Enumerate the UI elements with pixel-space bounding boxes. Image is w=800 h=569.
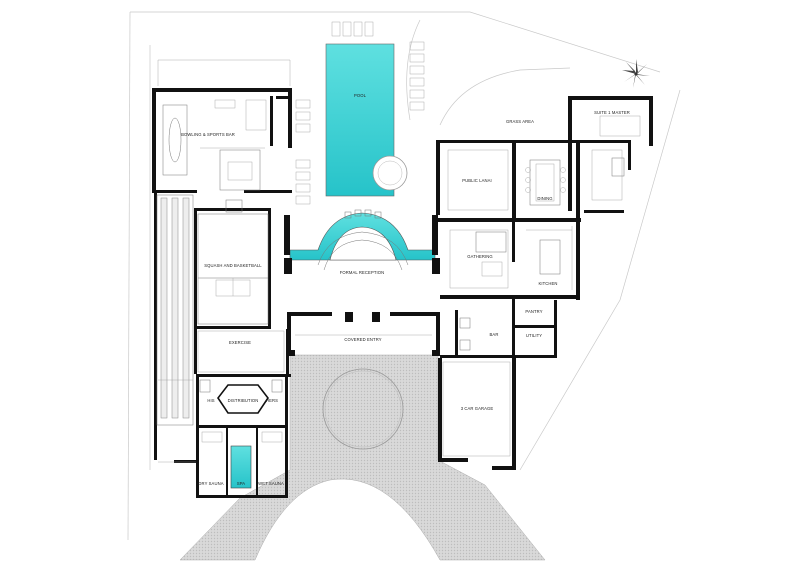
garage-label: 3 CAR GARAGE — [461, 406, 494, 411]
wet-sauna-label: WET SAUNA — [258, 481, 284, 486]
formal-reception-label: FORMAL RECEPTION — [340, 270, 385, 275]
public-lanai: PUBLIC LANAI — [447, 149, 509, 211]
suite-master-label: SUITE 1 MASTER — [594, 110, 630, 115]
pantry-label: PANTRY — [525, 309, 542, 314]
dry-sauna-label: DRY SAUNA — [198, 481, 223, 486]
squash-basketball-court: SQUASH AND BASKETBALL — [197, 199, 269, 325]
dining-room: DINING — [525, 159, 566, 206]
sports-bar-furniture: BOWLING & SPORTS BAR — [162, 99, 267, 191]
covered-entry-label: COVERED ENTRY — [344, 337, 381, 342]
walls-center: COVERED ENTRY — [284, 215, 440, 356]
bowling-lanes — [156, 194, 194, 426]
walls-right-wing — [436, 96, 653, 470]
exercise-room: EXERCISE — [197, 330, 285, 373]
distribution-label: DISTRIBUTION — [228, 398, 259, 403]
kitchen: KITCHEN — [526, 226, 573, 290]
grass-area: GRASS AREA — [506, 119, 534, 124]
site-boundary — [127, 11, 681, 541]
spa-distribution: HIS DISTRIBUTION HERS — [199, 379, 283, 414]
grass-area-label: GRASS AREA — [506, 119, 534, 124]
palm-tree-icon — [622, 59, 650, 88]
squash-basketball-label: SQUASH AND BASKETBALL — [204, 263, 262, 268]
pool-lounge-chairs — [295, 21, 425, 205]
exercise-label: EXERCISE — [229, 340, 251, 345]
bar-label: BAR — [490, 332, 499, 337]
hers-label: HERS — [266, 398, 278, 403]
gathering-label: GATHERING — [467, 254, 492, 259]
reception-terrace: FORMAL RECEPTION — [289, 209, 436, 275]
service-rooms: PANTRY UTILITY BAR — [459, 309, 543, 351]
kitchen-label: KITCHEN — [538, 281, 557, 286]
utility-label: UTILITY — [526, 333, 542, 338]
gathering-room: GATHERING — [449, 229, 509, 289]
pool: POOL — [325, 43, 408, 197]
spa-label: SPA — [237, 481, 245, 486]
public-lanai-label: PUBLIC LANAI — [462, 178, 492, 183]
spa-area: DRY SAUNA SPA WET SAUNA — [198, 431, 284, 489]
his-label: HIS — [207, 398, 214, 403]
site-details — [157, 59, 291, 463]
walls-left-wing — [152, 88, 292, 498]
paved-entry-court — [179, 354, 546, 561]
suite-master: SUITE 1 MASTER — [591, 110, 641, 201]
garage: 3 CAR GARAGE — [442, 361, 511, 457]
pool-label: POOL — [354, 93, 367, 98]
bowling-sports-bar-label: BOWLING & SPORTS BAR — [181, 132, 235, 137]
dining-label: DINING — [537, 196, 552, 201]
